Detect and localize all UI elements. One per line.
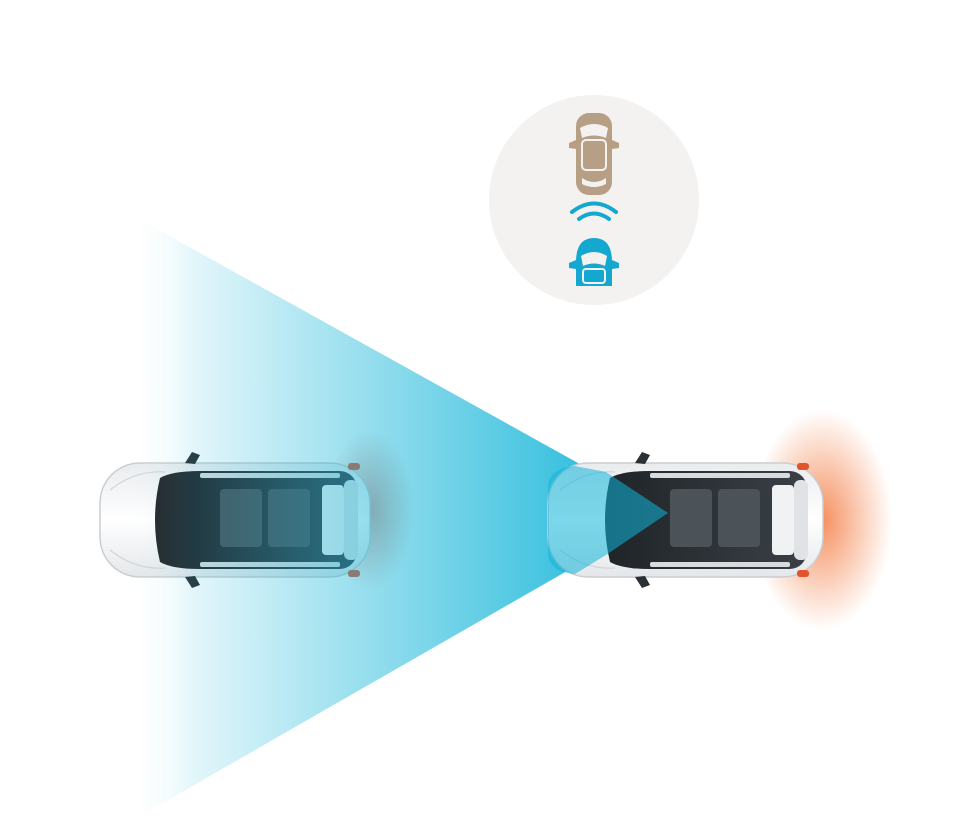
sensor-beam	[128, 213, 668, 823]
own-car-icon	[569, 238, 619, 286]
signal-waves-icon	[570, 201, 618, 221]
lead-car-icon	[569, 113, 619, 195]
lead-vehicle	[547, 452, 824, 588]
detection-badge	[489, 95, 699, 305]
